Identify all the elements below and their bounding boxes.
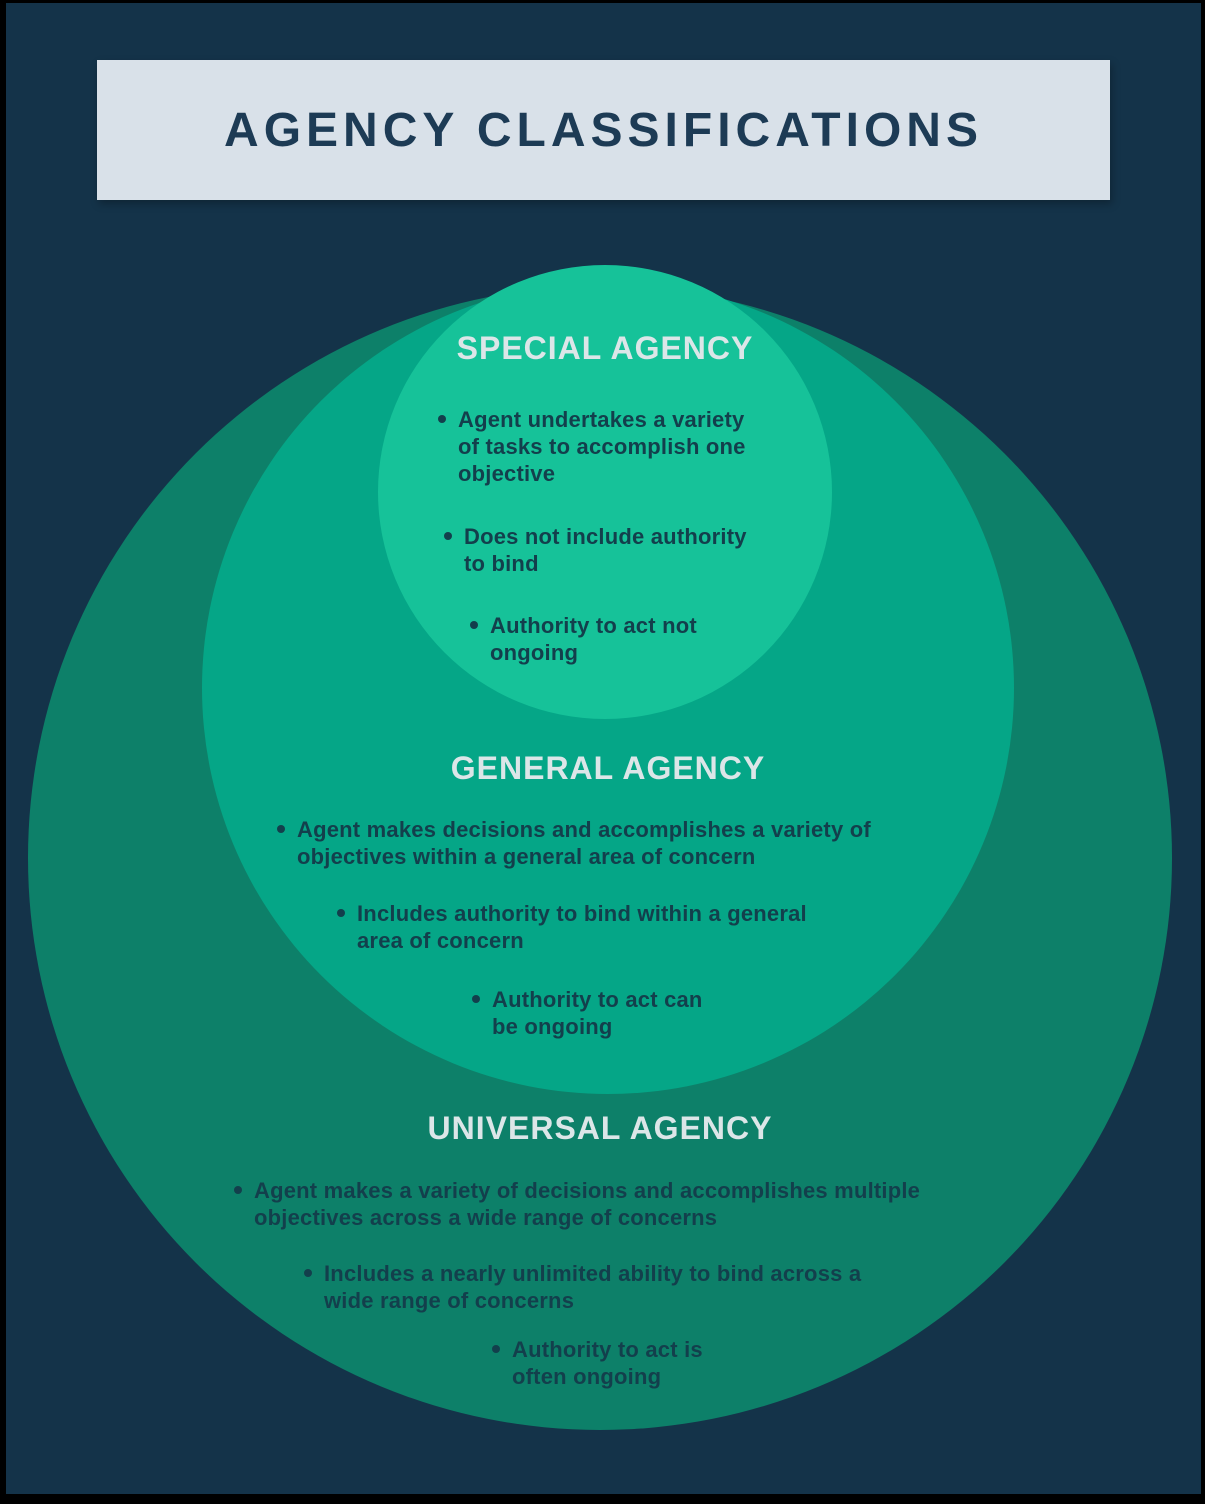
bullet-dot [444,532,452,540]
special-agency-heading: SPECIAL AGENCY [456,330,754,366]
special-agency-circle [378,265,832,719]
bullet-text: Authority to act is often ongoing [512,1337,703,1389]
general-agency-heading: GENERAL AGENCY [450,750,766,786]
universal-agency-heading: UNIVERSAL AGENCY [427,1110,773,1146]
bullet-dot [438,415,446,423]
general-agency-bullet-1: Agent makes decisions and accomplishes a… [277,816,957,870]
special-agency-bullet-1: Agent undertakes a variety of tasks to a… [438,406,798,487]
general-agency-bullet-2: Includes authority to bind within a gene… [337,900,937,954]
bullet-text: Authority to act not ongoing [490,613,697,665]
bullet-text: Includes a nearly unlimited ability to b… [324,1261,862,1313]
universal-agency-bullet-2: Includes a nearly unlimited ability to b… [304,1260,964,1314]
page-title: AGENCY CLASSIFICATIONS [224,103,983,157]
bullet-text: Authority to act can be ongoing [492,987,703,1039]
bullet-text: Includes authority to bind within a gene… [357,901,807,953]
bullet-dot [304,1269,312,1277]
bullet-text: Does not include authority to bind [464,524,747,576]
bullet-text: Agent undertakes a variety of tasks to a… [458,407,746,486]
title-banner: AGENCY CLASSIFICATIONS [97,60,1110,200]
general-agency-bullet-3: Authority to act can be ongoing [472,986,812,1040]
bullet-dot [472,995,480,1003]
special-agency-bullet-2: Does not include authority to bind [444,523,804,577]
bullet-text: Agent makes a variety of decisions and a… [254,1178,921,1230]
special-agency-bullet-3: Authority to act not ongoing [470,612,780,666]
bullet-dot [277,825,285,833]
universal-agency-bullet-3: Authority to act is often ongoing [492,1336,842,1390]
universal-agency-bullet-1: Agent makes a variety of decisions and a… [234,1177,1014,1231]
bullet-text: Agent makes decisions and accomplishes a… [297,817,871,869]
bullet-dot [492,1345,500,1353]
bullet-dot [234,1186,242,1194]
bullet-dot [470,621,478,629]
bullet-dot [337,909,345,917]
